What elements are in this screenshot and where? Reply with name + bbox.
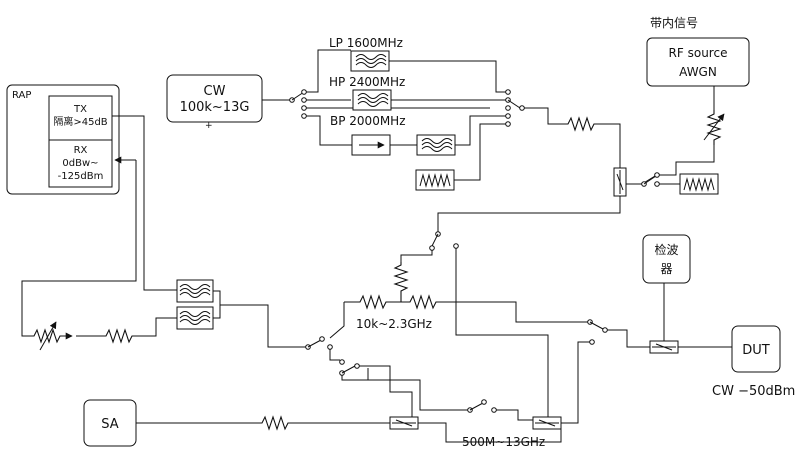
low-band-attenuator-icon [344, 262, 446, 310]
awgn-label: AWGN [679, 65, 717, 79]
filter-to-switch-line [220, 304, 306, 348]
band-select-switch-icon [429, 231, 459, 251]
tx-output-line [112, 115, 177, 291]
cw-range-label: 100k~13G [180, 100, 250, 115]
low-band-out-line [446, 301, 588, 323]
rx-range-label-1: 0dBw~ [62, 158, 98, 169]
dut-switch-out-line [607, 329, 650, 348]
bp-filter-icon [416, 134, 456, 156]
dut-label: DUT [742, 343, 770, 358]
hp-label: HP 2400MHz [329, 75, 405, 89]
rap-block: RAP TX 隔离>45dB RX 0dBw~ -125dBm [6, 84, 120, 195]
rap-filter-upper-icon [176, 279, 214, 303]
low-band-label: 10k~2.3GHz [356, 317, 432, 331]
sa-coupler-icon [389, 416, 419, 430]
rap-switch-down-line [329, 349, 340, 361]
bp-in-line [306, 115, 352, 146]
rx-label: RX [74, 145, 88, 156]
rx-variable-attenuator-icon [30, 321, 64, 351]
dut-coupler-icon [649, 340, 679, 354]
cw-source: CW 100k~13G + [166, 74, 263, 131]
rap-path-switch-icon [339, 359, 360, 376]
res-to-filter-line [134, 317, 177, 337]
sa-box: SA [83, 399, 137, 447]
inband-label: 带内信号 [650, 16, 698, 30]
bp-out-line [455, 115, 506, 146]
sa-switch-to-coupler-line [496, 409, 533, 421]
low-band-down-line [400, 250, 433, 262]
svg-text:+: + [205, 121, 213, 131]
coupler-down-line [437, 196, 621, 232]
interference-noise-icon [679, 173, 719, 195]
bp-label: BP 2000MHz [330, 114, 406, 128]
high-band-label: 500M~13GHz [462, 435, 545, 449]
high-band-up-line [561, 341, 590, 424]
cw-resistor-icon [565, 116, 597, 132]
sa-switch-icon [467, 399, 497, 413]
input-switch-icon [289, 89, 307, 119]
rap-filter-lower-icon [176, 306, 214, 330]
lp-out-line [389, 60, 506, 93]
tx-label: TX [73, 104, 87, 115]
detector-label-1: 检波 [654, 242, 678, 257]
rap-path-line-b [359, 365, 413, 420]
rf-source-label: RF source [669, 46, 728, 60]
dut-switch-icon [587, 319, 608, 345]
tx-isolation-label: 隔离>45dB [53, 115, 107, 128]
high-band-down-line [455, 248, 549, 420]
detector-box: 检波 器 [642, 234, 691, 284]
rap-switch-icon [305, 336, 333, 350]
res-to-coupler-line [597, 123, 621, 168]
rx-input-line [21, 160, 137, 337]
rap-path-line-a [341, 368, 369, 381]
sa-resistor-icon [258, 415, 292, 431]
dut-level-label: CW −50dBm [712, 384, 795, 399]
interference-switch-icon [641, 172, 660, 187]
isolator-icon [351, 134, 391, 156]
lp-filter-icon [350, 50, 390, 72]
detector-label-2: 器 [660, 262, 672, 276]
high-band-coupler-icon [532, 416, 562, 430]
noise-out-line [454, 123, 506, 181]
filter-bank-noise-icon [415, 169, 455, 191]
hp-filter-icon [352, 89, 392, 111]
filter-bank-switch-icon [505, 89, 525, 127]
dut-box: DUT [731, 325, 781, 373]
rx-range-label-2: -125dBm [58, 171, 104, 182]
rf-variable-attenuator-icon [703, 110, 725, 145]
filter-join-line [213, 290, 221, 319]
rap-label: RAP [12, 90, 31, 101]
cw-label: CW [204, 84, 226, 99]
rx-resistor-icon [103, 328, 134, 344]
main-coupler-icon [613, 167, 627, 197]
rap-path-line-c [368, 379, 468, 411]
rf-source: RF source AWGN [646, 37, 750, 87]
lp-in-line [306, 49, 351, 93]
sa-label: SA [101, 417, 118, 432]
low-band-in-line [329, 302, 345, 339]
lp-label: LP 1600MHz [329, 36, 403, 50]
coupler-link-line [418, 422, 562, 443]
filter-bank-out-line [524, 107, 565, 125]
rf-branch-line [659, 145, 715, 176]
